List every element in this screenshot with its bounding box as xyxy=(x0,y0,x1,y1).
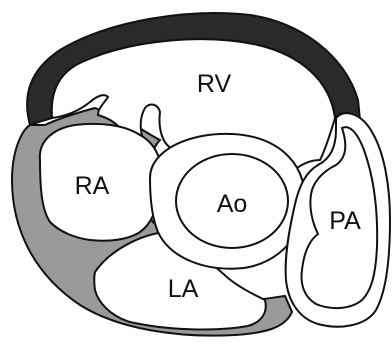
label-ao: Ao xyxy=(217,190,248,218)
label-rv: RV xyxy=(197,70,232,98)
label-la: LA xyxy=(168,275,199,303)
label-ra: RA xyxy=(75,172,110,200)
label-pa: PA xyxy=(329,207,361,235)
